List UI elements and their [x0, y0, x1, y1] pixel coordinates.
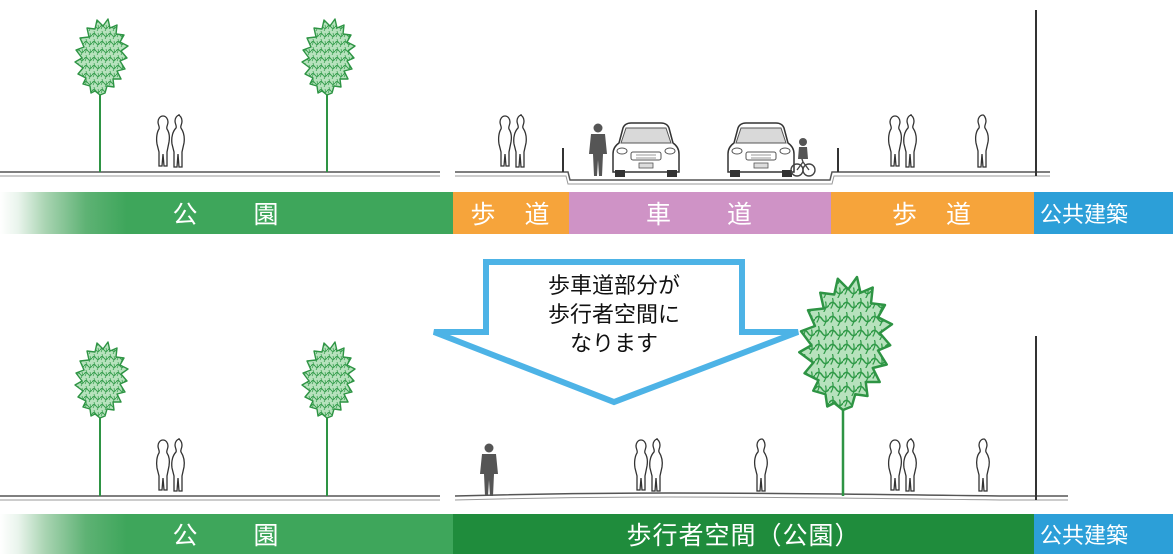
pedestrian-space-band: 歩行者空間（公園）	[453, 514, 1034, 554]
callout-line: 歩行者空間に	[547, 303, 680, 328]
pedestrian-pair-icon	[887, 438, 917, 492]
tree-icon	[301, 341, 356, 496]
tree-icon	[798, 275, 894, 412]
pedestrian-pair-icon	[497, 114, 527, 168]
tree-icon	[74, 341, 129, 496]
pedestrian-pair-icon	[633, 438, 663, 492]
pedestrian-space-label: 歩行者空間（公園）	[626, 521, 861, 550]
sidewalk-label: 歩 道	[891, 200, 973, 229]
callout-line: なります	[569, 332, 658, 357]
tree-icon	[301, 18, 356, 172]
car-icon	[727, 122, 795, 178]
roadway-band: 車 道	[569, 192, 831, 234]
pedestrian-pair-icon	[155, 114, 185, 168]
park-label: 公 園	[172, 521, 281, 550]
park-band: 公 園	[0, 192, 453, 234]
callout-line: 歩車道部分が	[547, 274, 680, 299]
down-arrow-callout	[432, 259, 800, 406]
pedestrian-pair-icon	[155, 438, 185, 492]
pedestrian-icon	[974, 114, 989, 168]
pedestrian-icon	[480, 443, 498, 496]
sidewalk-left-band: 歩 道	[453, 192, 569, 234]
pedestrian-icon	[753, 438, 768, 492]
sidewalk-label: 歩 道	[470, 200, 552, 229]
park-label: 公 園	[172, 200, 281, 229]
public-building-band: 公共建築	[1034, 192, 1173, 234]
sidewalk-right-band: 歩 道	[831, 192, 1034, 234]
pedestrian-pair-icon	[887, 114, 917, 168]
pedestrian-icon	[589, 123, 607, 176]
park-band: 公 園	[0, 514, 453, 554]
public-building-label: 公共建築	[1040, 203, 1129, 228]
public-building-band: 公共建築	[1034, 514, 1173, 554]
roadway-label: 車 道	[645, 200, 754, 229]
bottom-ground	[0, 336, 1068, 501]
tree-icon	[74, 18, 129, 172]
top-ground	[0, 10, 1050, 185]
pedestrian-icon	[975, 438, 990, 492]
arrow-callout-text: 歩車道部分が 歩行者空間に なります	[480, 272, 748, 359]
car-icon	[612, 122, 680, 178]
public-building-label: 公共建築	[1040, 524, 1129, 549]
